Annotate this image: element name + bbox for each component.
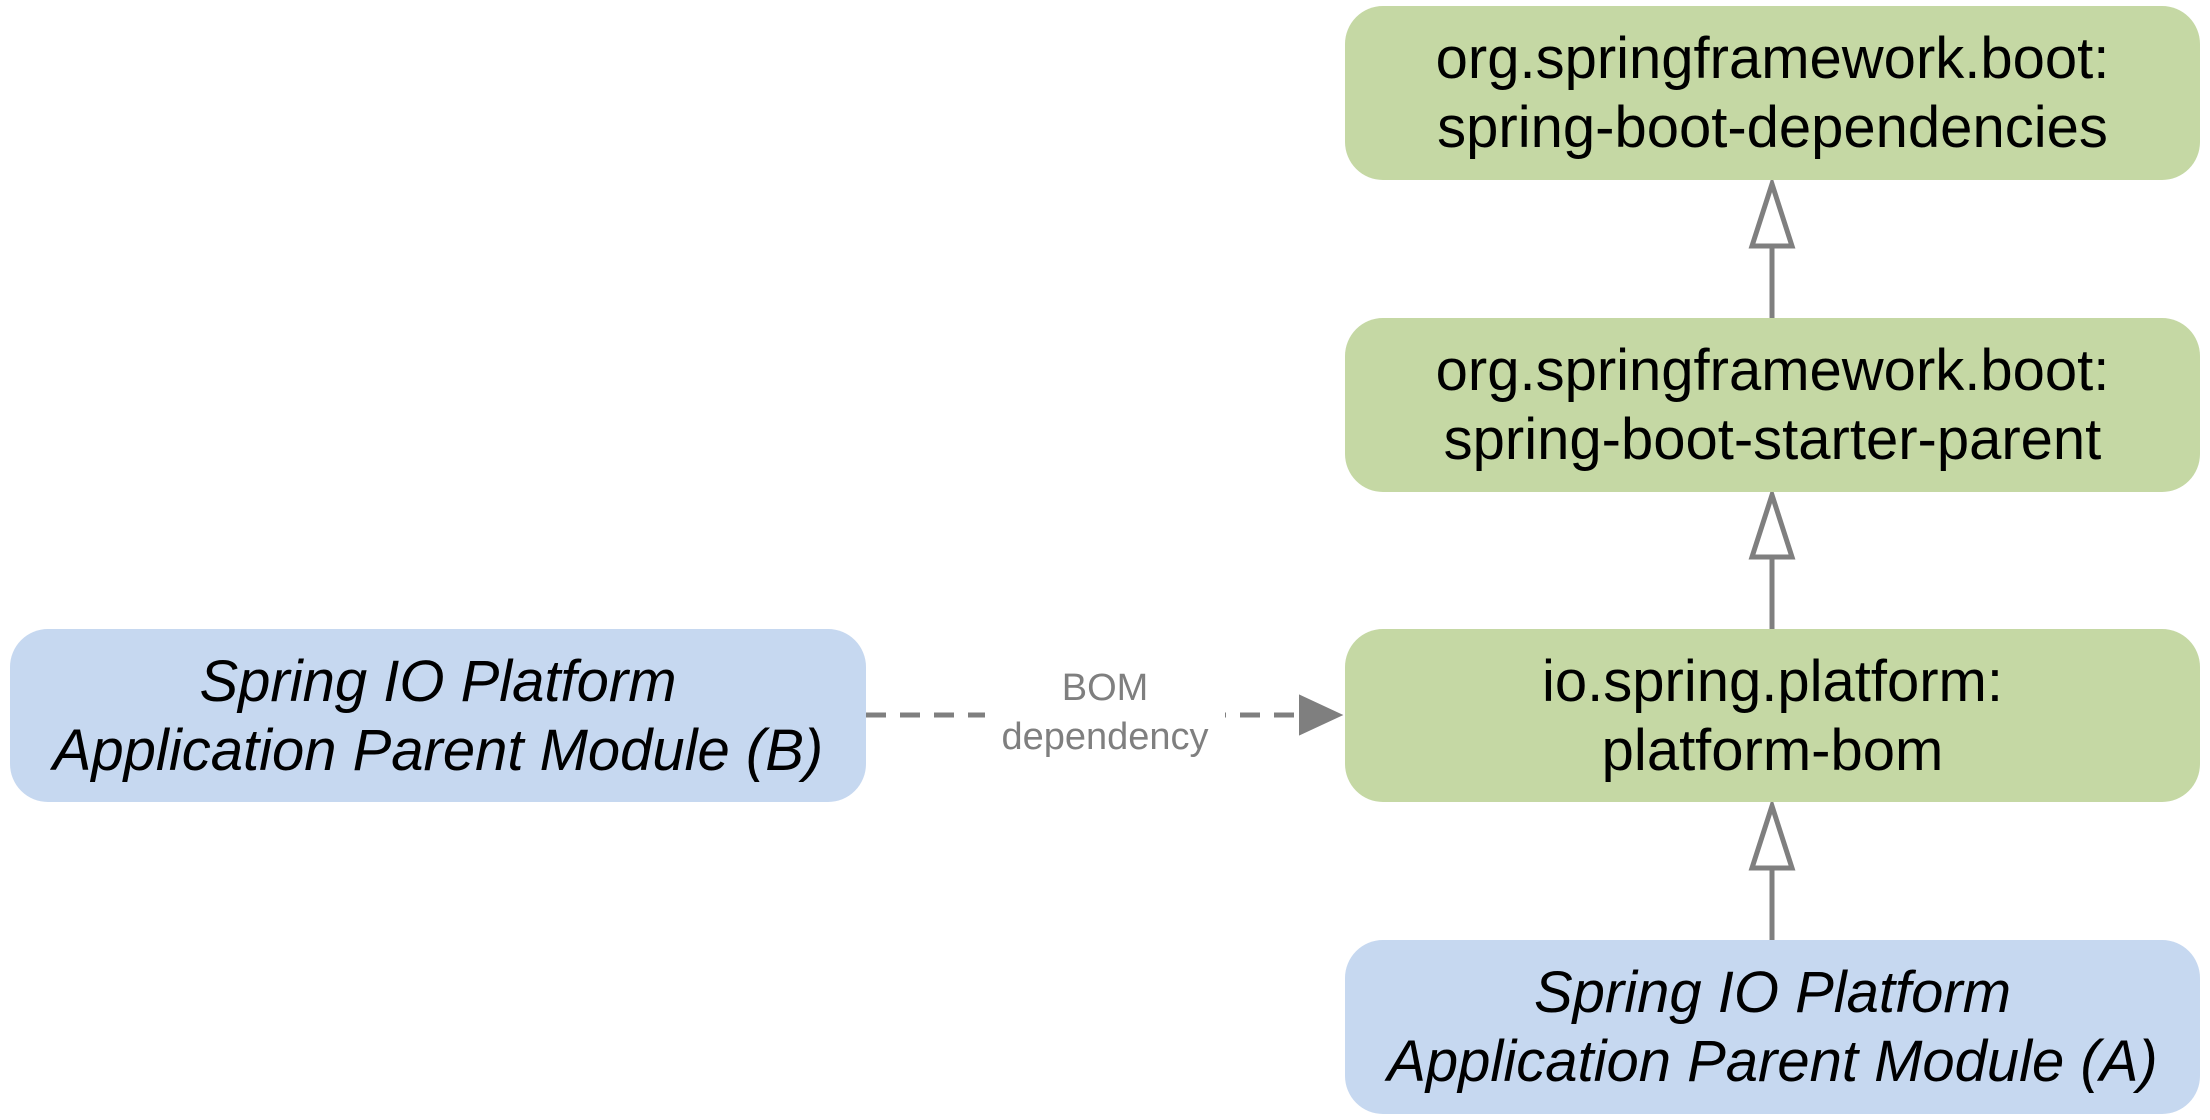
node-line2: platform-bom (1601, 717, 1944, 783)
node-module-a: Spring IO Platform Application Parent Mo… (1345, 940, 2200, 1114)
node-module-b: Spring IO Platform Application Parent Mo… (10, 629, 866, 802)
bom-dependency-label: BOM dependency (985, 664, 1225, 762)
node-line2: Application Parent Module (B) (52, 717, 824, 783)
edge-module-a-to-bom (1748, 797, 1796, 940)
hollow-arrowhead-icon (1748, 797, 1796, 871)
node-line2: spring-boot-starter-parent (1443, 407, 2102, 472)
node-line1: org.springframework.boot: (1435, 26, 2110, 91)
node-line2: Application Parent Module (A) (1387, 1029, 2158, 1094)
node-spring-boot-dependencies: org.springframework.boot: spring-boot-de… (1345, 6, 2200, 180)
hollow-arrowhead-icon (1748, 175, 1796, 249)
node-line1: io.spring.platform: (1542, 648, 2003, 714)
edge-parent-to-dependencies (1748, 175, 1796, 318)
hollow-arrowhead-icon (1748, 486, 1796, 560)
filled-arrowhead-icon (1299, 694, 1344, 736)
node-line1: Spring IO Platform (1533, 960, 2012, 1025)
edge-bom-to-parent (1748, 486, 1796, 629)
node-line2: spring-boot-dependencies (1437, 95, 2108, 160)
node-spring-boot-starter-parent: org.springframework.boot: spring-boot-st… (1345, 318, 2200, 492)
node-platform-bom: io.spring.platform: platform-bom (1345, 629, 2200, 802)
edge-label-line1: BOM (1061, 667, 1149, 709)
edge-label-line2: dependency (1001, 716, 1209, 758)
node-line1: org.springframework.boot: (1435, 338, 2110, 403)
node-line1: Spring IO Platform (199, 648, 677, 714)
